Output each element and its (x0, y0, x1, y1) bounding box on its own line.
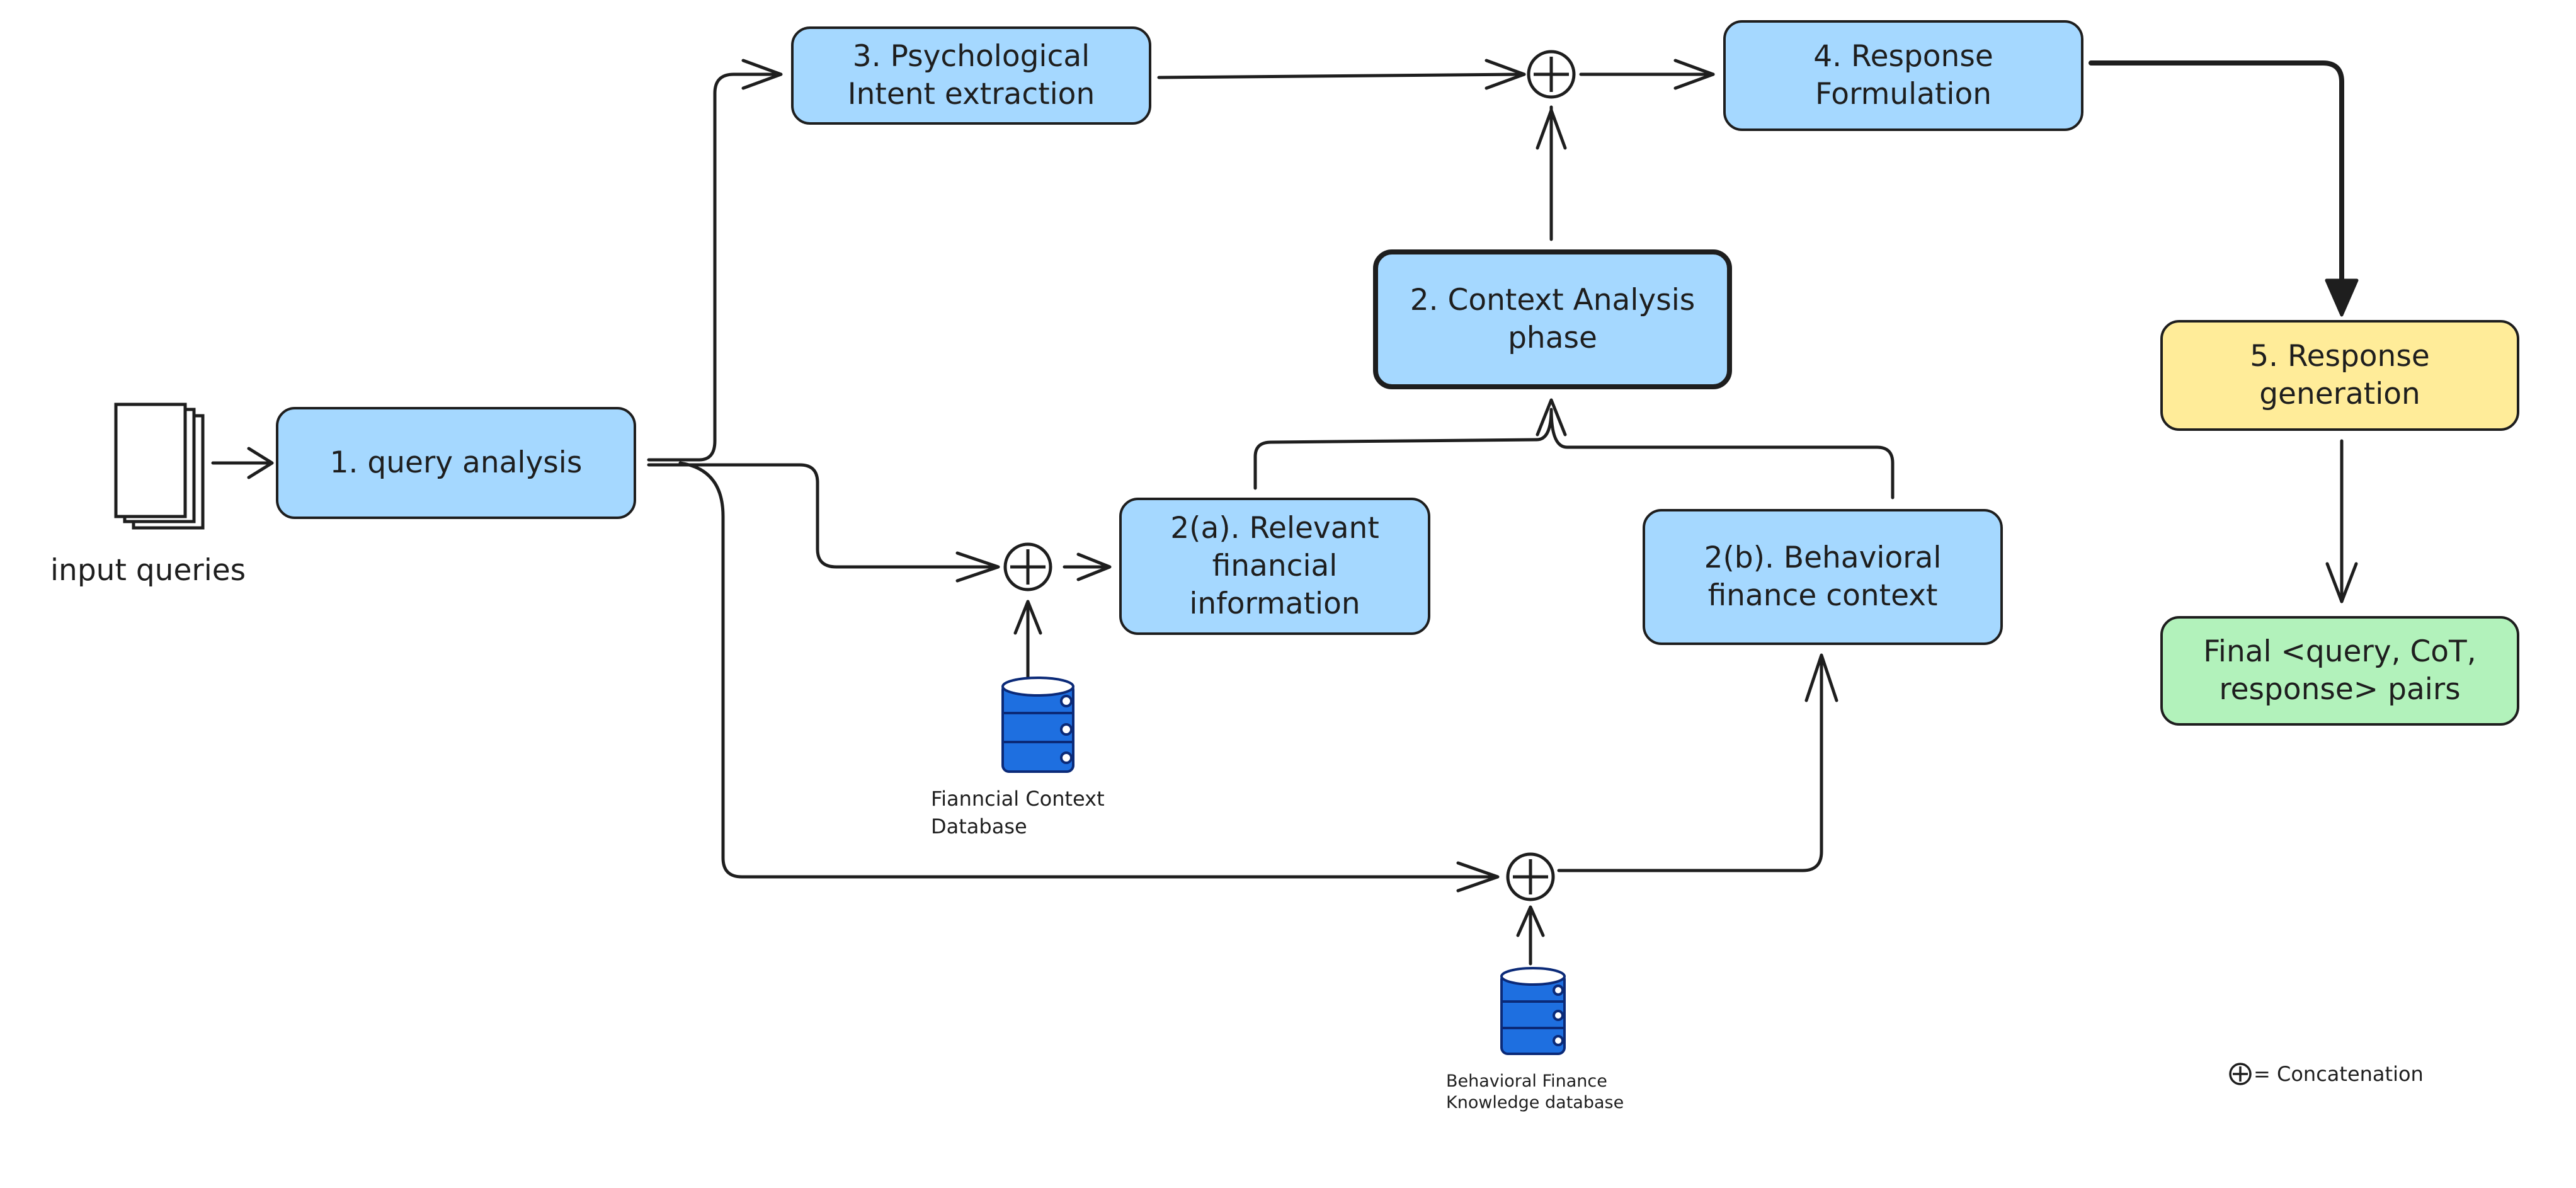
label-input-queries: input queries (50, 553, 246, 588)
label-behavioral-database: Behavioral Finance Knowledge database (1446, 1071, 1624, 1112)
database-icon (1001, 677, 1074, 773)
concat-2b-icon (1506, 852, 1555, 901)
arrowhead (1485, 59, 1526, 90)
arrowhead (2325, 278, 2359, 317)
arrowhead (1516, 905, 1545, 937)
arrowhead (1536, 398, 1567, 437)
legend-concat-icon (2229, 1063, 2252, 1085)
node-final-pairs: Final <query, CoT, response> pairs (2160, 616, 2519, 726)
node-psychological-intent: 3. Psychological Intent extraction (791, 26, 1151, 125)
arrow-formulation-to-generation (2089, 60, 2344, 299)
arrowhead (1673, 59, 1715, 90)
node-behavioral-context: 2(b). Behavioral finance context (1643, 509, 2003, 645)
arrow-query-to-concat-a (647, 463, 997, 569)
arrowhead (1536, 108, 1567, 150)
arrow-query-to-concat-b (678, 461, 1498, 879)
node-query-analysis: 1. query analysis (276, 407, 636, 519)
arrowhead (1013, 600, 1042, 635)
arrow-concat-b-to-behavioral (1557, 660, 1823, 872)
arrowhead (1804, 653, 1838, 702)
legend-concatenation: = Concatenation (2254, 1062, 2424, 1086)
document-stack-icon (114, 403, 205, 530)
arrowhead (955, 551, 1000, 583)
arrow-intent-to-concat (1157, 72, 1526, 79)
arrowhead (247, 447, 274, 479)
node-context-analysis: 2. Context Analysis phase (1373, 249, 1732, 389)
arrowhead (1456, 861, 1500, 893)
database-icon (1500, 967, 1566, 1055)
label-financial-database: Fianncial Context Database (931, 787, 1105, 838)
arrow-query-to-intent (647, 72, 777, 462)
node-response-formulation: 4. Response Formulation (1723, 20, 2083, 131)
node-relevant-financial: 2(a). Relevant financial information (1119, 498, 1430, 635)
node-response-generation: 5. Response generation (2160, 320, 2519, 431)
arrowhead (2325, 562, 2358, 603)
arrowhead (1076, 552, 1112, 581)
concat-top-icon (1527, 50, 1576, 99)
arrowhead (741, 59, 783, 90)
concat-2a-icon (1003, 542, 1052, 591)
arrow-relevant-behavioral-to-context (1253, 408, 1895, 500)
